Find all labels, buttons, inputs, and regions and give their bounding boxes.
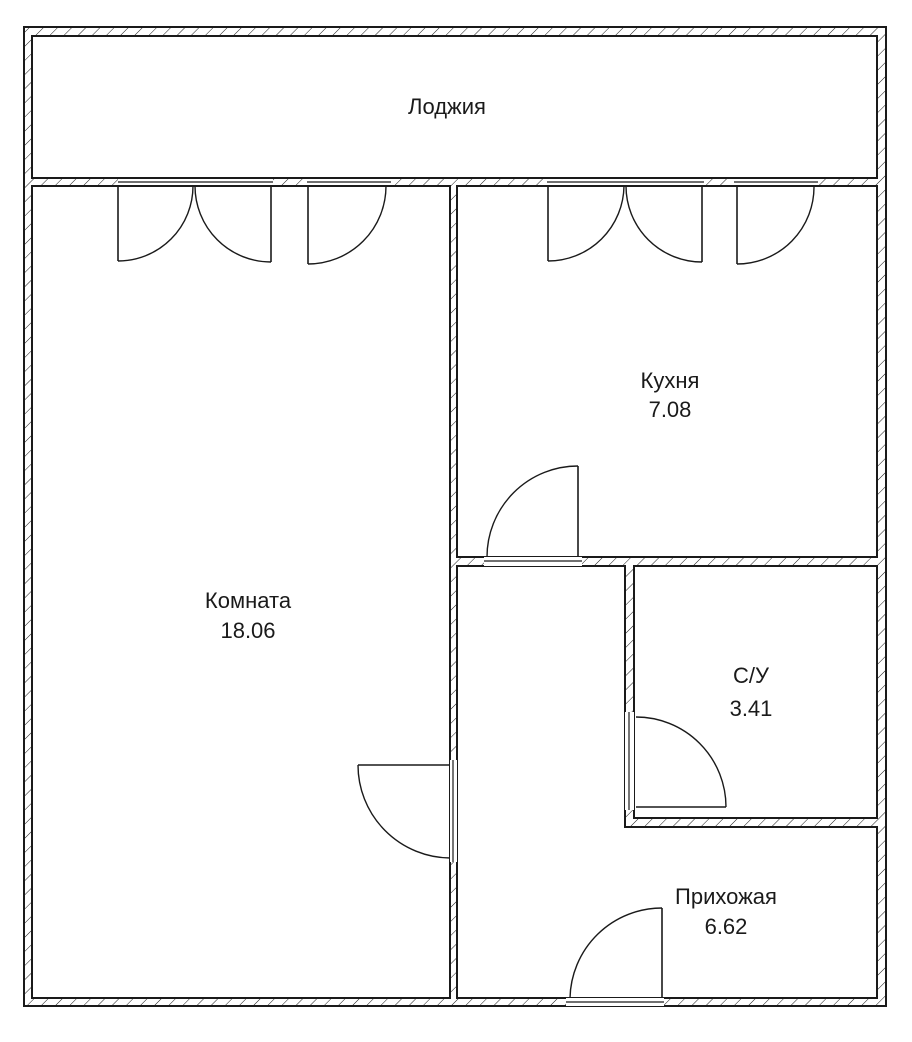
hallway-name: Прихожая [675, 884, 777, 909]
living-name: Комната [205, 588, 292, 613]
room-living [31, 185, 451, 999]
hallway-join [458, 820, 624, 832]
door-swings [117, 185, 815, 999]
room-bathroom [633, 565, 878, 819]
room-hallway-lower [456, 826, 878, 999]
kitchen-area: 7.08 [649, 397, 692, 422]
living-area: 18.06 [220, 618, 275, 643]
bathroom-name: С/У [733, 663, 770, 688]
bathroom-area: 3.41 [730, 696, 773, 721]
hallway-area: 6.62 [705, 914, 748, 939]
kitchen-name: Кухня [641, 368, 700, 393]
room-kitchen [456, 185, 878, 558]
room-loggia [31, 35, 878, 179]
wall-openings [118, 179, 818, 1006]
loggia-name: Лоджия [408, 94, 486, 119]
